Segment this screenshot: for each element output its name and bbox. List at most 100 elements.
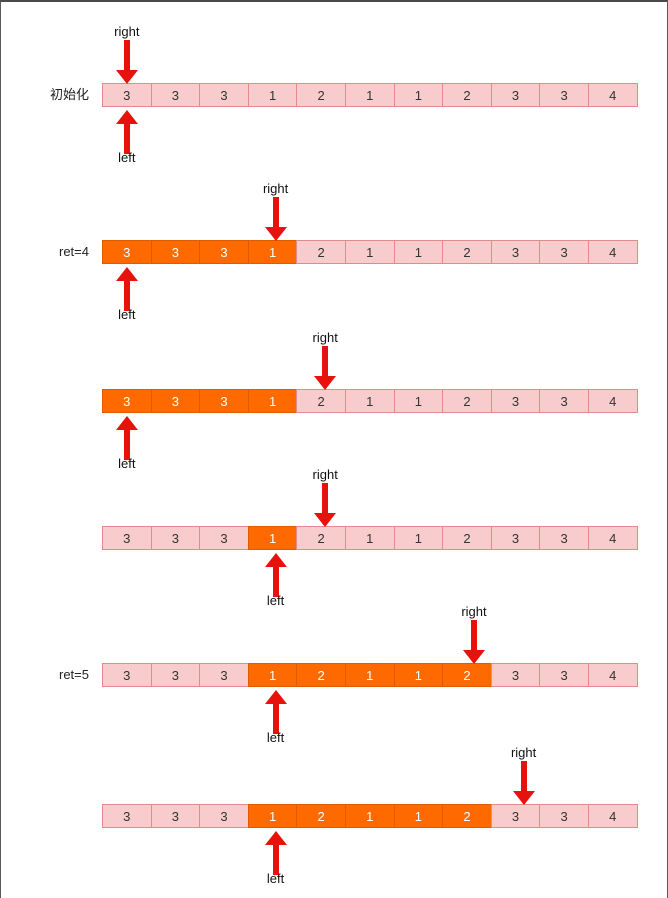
- array-cell: 3: [490, 389, 541, 413]
- array-cell: 1: [393, 804, 444, 828]
- array-cell: 2: [296, 389, 346, 413]
- up-arrow-icon: [115, 110, 138, 154]
- array-cell: 3: [199, 526, 249, 550]
- right-pointer-label: right: [312, 330, 338, 345]
- array-cell: 1: [393, 389, 444, 413]
- array-cell: 3: [199, 804, 249, 828]
- array-cell: 3: [150, 804, 201, 828]
- up-arrow-icon: [264, 553, 287, 597]
- array-cell: 3: [539, 526, 589, 550]
- array-cell: 1: [344, 240, 395, 264]
- array-cell: 1: [393, 663, 444, 687]
- array-cell: 2: [442, 240, 492, 264]
- array-cell: 3: [539, 240, 589, 264]
- array-cell: 3: [490, 526, 541, 550]
- down-arrow-icon: [512, 761, 535, 805]
- row-label: ret=5: [59, 667, 89, 682]
- array-cell: 1: [344, 663, 395, 687]
- down-arrow-icon: [115, 40, 138, 84]
- left-pointer-label: left: [118, 307, 136, 322]
- array-cell: 4: [587, 83, 638, 107]
- array-cell: 1: [393, 526, 444, 550]
- array-cell: 1: [344, 804, 395, 828]
- left-pointer-label: left: [118, 150, 136, 165]
- right-pointer-label: right: [461, 604, 487, 619]
- array-cell: 3: [150, 240, 201, 264]
- array-cell: 1: [344, 526, 395, 550]
- array-cell: 3: [490, 663, 541, 687]
- array-cell: 3: [539, 804, 589, 828]
- right-pointer-label: right: [312, 467, 338, 482]
- down-arrow-icon: [264, 197, 287, 241]
- array-cell: 2: [296, 663, 346, 687]
- array-cell: 2: [296, 83, 346, 107]
- array-cell: 3: [102, 663, 152, 687]
- array-cell: 4: [587, 663, 638, 687]
- right-pointer-label: right: [262, 181, 289, 196]
- left-pointer-label: left: [266, 871, 285, 886]
- array-cell: 3: [199, 240, 249, 264]
- array-cell: 2: [442, 526, 492, 550]
- array-cell: 1: [344, 83, 395, 107]
- array-cell: 1: [247, 83, 298, 107]
- array-cell: 3: [150, 83, 201, 107]
- array-cell: 3: [102, 83, 152, 107]
- array-cell: 2: [442, 83, 492, 107]
- array-cell: 3: [150, 663, 201, 687]
- row-label: 初始化: [49, 87, 89, 102]
- left-pointer-label: left: [266, 593, 285, 608]
- array-cell: 3: [102, 804, 152, 828]
- row-label: ret=4: [59, 244, 89, 259]
- left-pointer-label: left: [266, 730, 285, 745]
- array-cell: 3: [102, 389, 152, 413]
- up-arrow-icon: [115, 416, 138, 460]
- array-cell: 4: [587, 389, 638, 413]
- array-cell: 1: [247, 804, 298, 828]
- array-cell: 3: [102, 526, 152, 550]
- array-cell: 2: [296, 526, 346, 550]
- array-cell: 3: [199, 389, 249, 413]
- down-arrow-icon: [314, 346, 337, 390]
- up-arrow-icon: [115, 267, 138, 311]
- array-cell: 2: [296, 240, 346, 264]
- array-cell: 3: [490, 804, 541, 828]
- up-arrow-icon: [264, 831, 287, 875]
- left-pointer-label: left: [118, 456, 136, 471]
- array-cell: 4: [587, 526, 638, 550]
- array-cell: 3: [199, 663, 249, 687]
- down-arrow-icon: [314, 483, 337, 527]
- array-cell: 4: [587, 804, 638, 828]
- array-cell: 1: [344, 389, 395, 413]
- array-cell: 1: [247, 526, 298, 550]
- right-pointer-label: right: [510, 745, 537, 760]
- array-cell: 3: [539, 83, 589, 107]
- down-arrow-icon: [463, 620, 485, 664]
- right-pointer-label: right: [114, 24, 140, 39]
- array-cell: 4: [587, 240, 638, 264]
- array-cell: 3: [150, 389, 201, 413]
- array-cell: 3: [539, 389, 589, 413]
- array-cell: 2: [442, 804, 492, 828]
- array-cell: 1: [393, 240, 444, 264]
- array-cell: 2: [296, 804, 346, 828]
- array-cell: 2: [442, 663, 492, 687]
- array-cell: 1: [393, 83, 444, 107]
- array-cell: 3: [490, 83, 541, 107]
- array-cell: 1: [247, 240, 298, 264]
- array-cell: 3: [539, 663, 589, 687]
- up-arrow-icon: [264, 690, 287, 734]
- array-cell: 1: [247, 389, 298, 413]
- array-cell: 3: [102, 240, 152, 264]
- array-cell: 1: [247, 663, 298, 687]
- array-cell: 2: [442, 389, 492, 413]
- array-cell: 3: [150, 526, 201, 550]
- array-cell: 3: [490, 240, 541, 264]
- array-cell: 3: [199, 83, 249, 107]
